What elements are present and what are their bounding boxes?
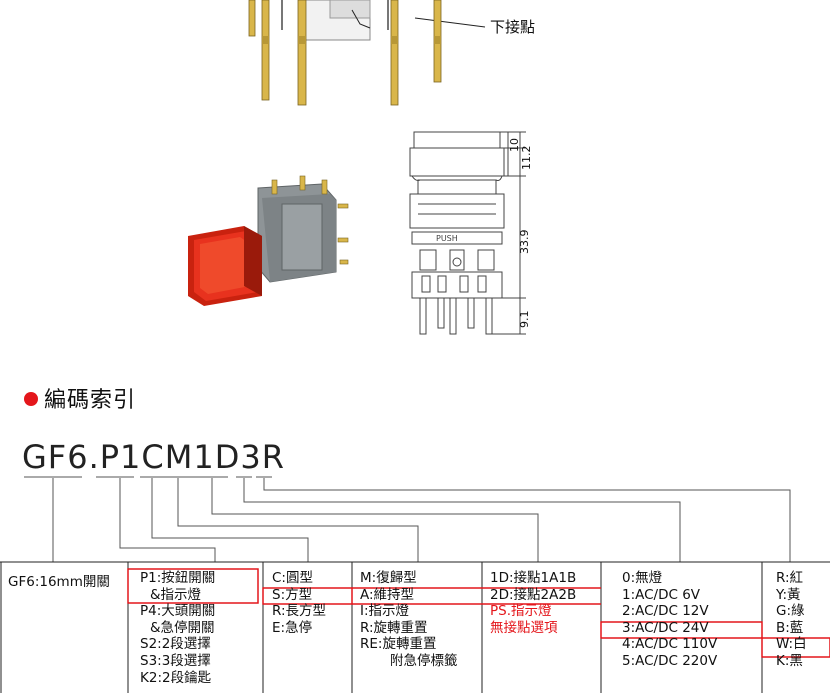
table-cell: 1D:接點1A1B <box>490 570 577 586</box>
table-cell: 附急停標籤 <box>390 652 458 669</box>
table-cell: A:維持型 <box>360 586 415 603</box>
table-cell: K:黑 <box>776 652 803 669</box>
table-cell: E:急停 <box>272 619 313 636</box>
table-cell: W:白 <box>776 636 807 653</box>
section-title: 編碼索引 <box>24 382 136 414</box>
table-col-action: M:復歸型 A:維持型 I:指示燈 R:旋轉重置 RE:旋轉重置 附急停標籤 <box>360 570 458 670</box>
table-cell: 4:AC/DC 110V <box>622 636 718 653</box>
table-cell: 2:AC/DC 12V <box>622 603 709 620</box>
table-cell: I:指示燈 <box>360 603 410 620</box>
bottom-contact-label: 下接點 <box>490 18 536 36</box>
switch-photo <box>188 175 349 306</box>
table-cell: R:旋轉重置 <box>360 619 428 636</box>
table-cell: M:復歸型 <box>360 570 417 586</box>
table-col-shape: C:圓型 S:方型 R:長方型 E:急停 <box>272 570 326 636</box>
table-cell: Y:黃 <box>776 586 801 603</box>
table-cell: GF6:16mm開關 <box>8 574 110 590</box>
table-cell: 5:AC/DC 220V <box>622 652 718 669</box>
table-cell: R:紅 <box>776 570 804 586</box>
table-col-series: GF6:16mm開關 <box>8 574 110 591</box>
table-cell: C:圓型 <box>272 570 313 586</box>
table-cell: &急停開關 <box>150 619 215 636</box>
terminal-pins-illustration <box>247 0 486 106</box>
code-connector-lines <box>24 476 791 562</box>
table-cell: 3:AC/DC 24V <box>622 619 709 636</box>
dim-11-2: 11.2 <box>520 145 533 171</box>
model-code: GF6.P1CM1D3R <box>22 438 285 476</box>
table-cell: G:綠 <box>776 603 805 620</box>
push-label: PUSH <box>436 234 458 243</box>
table-cell: P1:按鈕開關 <box>140 570 216 586</box>
dim-9-1: 9.1 <box>518 310 531 329</box>
technical-drawing <box>409 131 526 335</box>
table-cell: B:藍 <box>776 619 804 636</box>
table-col-color: R:紅 Y:黃 G:綠 B:藍 W:白 K:黑 <box>776 570 807 670</box>
table-col-type: P1:按鈕開關 &指示燈 P4:大頭開關 &急停開關 S2:2段選擇 S3:3段… <box>140 570 215 686</box>
section-title-text: 編碼索引 <box>44 388 137 413</box>
dim-33-9: 33.9 <box>518 229 531 255</box>
table-cell: RE:旋轉重置 <box>360 636 437 653</box>
table-cell: R:長方型 <box>272 603 327 620</box>
bullet-dot-icon <box>24 392 38 406</box>
table-cell: S2:2段選擇 <box>140 636 211 653</box>
table-cell: &指示燈 <box>150 586 202 603</box>
table-cell: 0:無燈 <box>622 570 663 586</box>
table-cell: P4:大頭開關 <box>140 603 216 620</box>
table-cell: PS.指示燈 <box>490 603 552 620</box>
table-cell: S3:3段選擇 <box>140 652 211 669</box>
table-cell: 1:AC/DC 6V <box>622 586 701 603</box>
highlight-boxes <box>127 568 830 658</box>
table-cell: K2:2段鑰匙 <box>140 669 212 686</box>
table-cell: S:方型 <box>272 586 313 603</box>
table-cell: 2D:接點2A2B <box>490 586 577 603</box>
table-col-lamp: 0:無燈 1:AC/DC 6V 2:AC/DC 12V 3:AC/DC 24V … <box>622 570 717 670</box>
table-cell: 無接點選項 <box>490 619 558 636</box>
table-col-contacts: 1D:接點1A1B 2D:接點2A2B PS.指示燈 無接點選項 <box>490 570 576 636</box>
